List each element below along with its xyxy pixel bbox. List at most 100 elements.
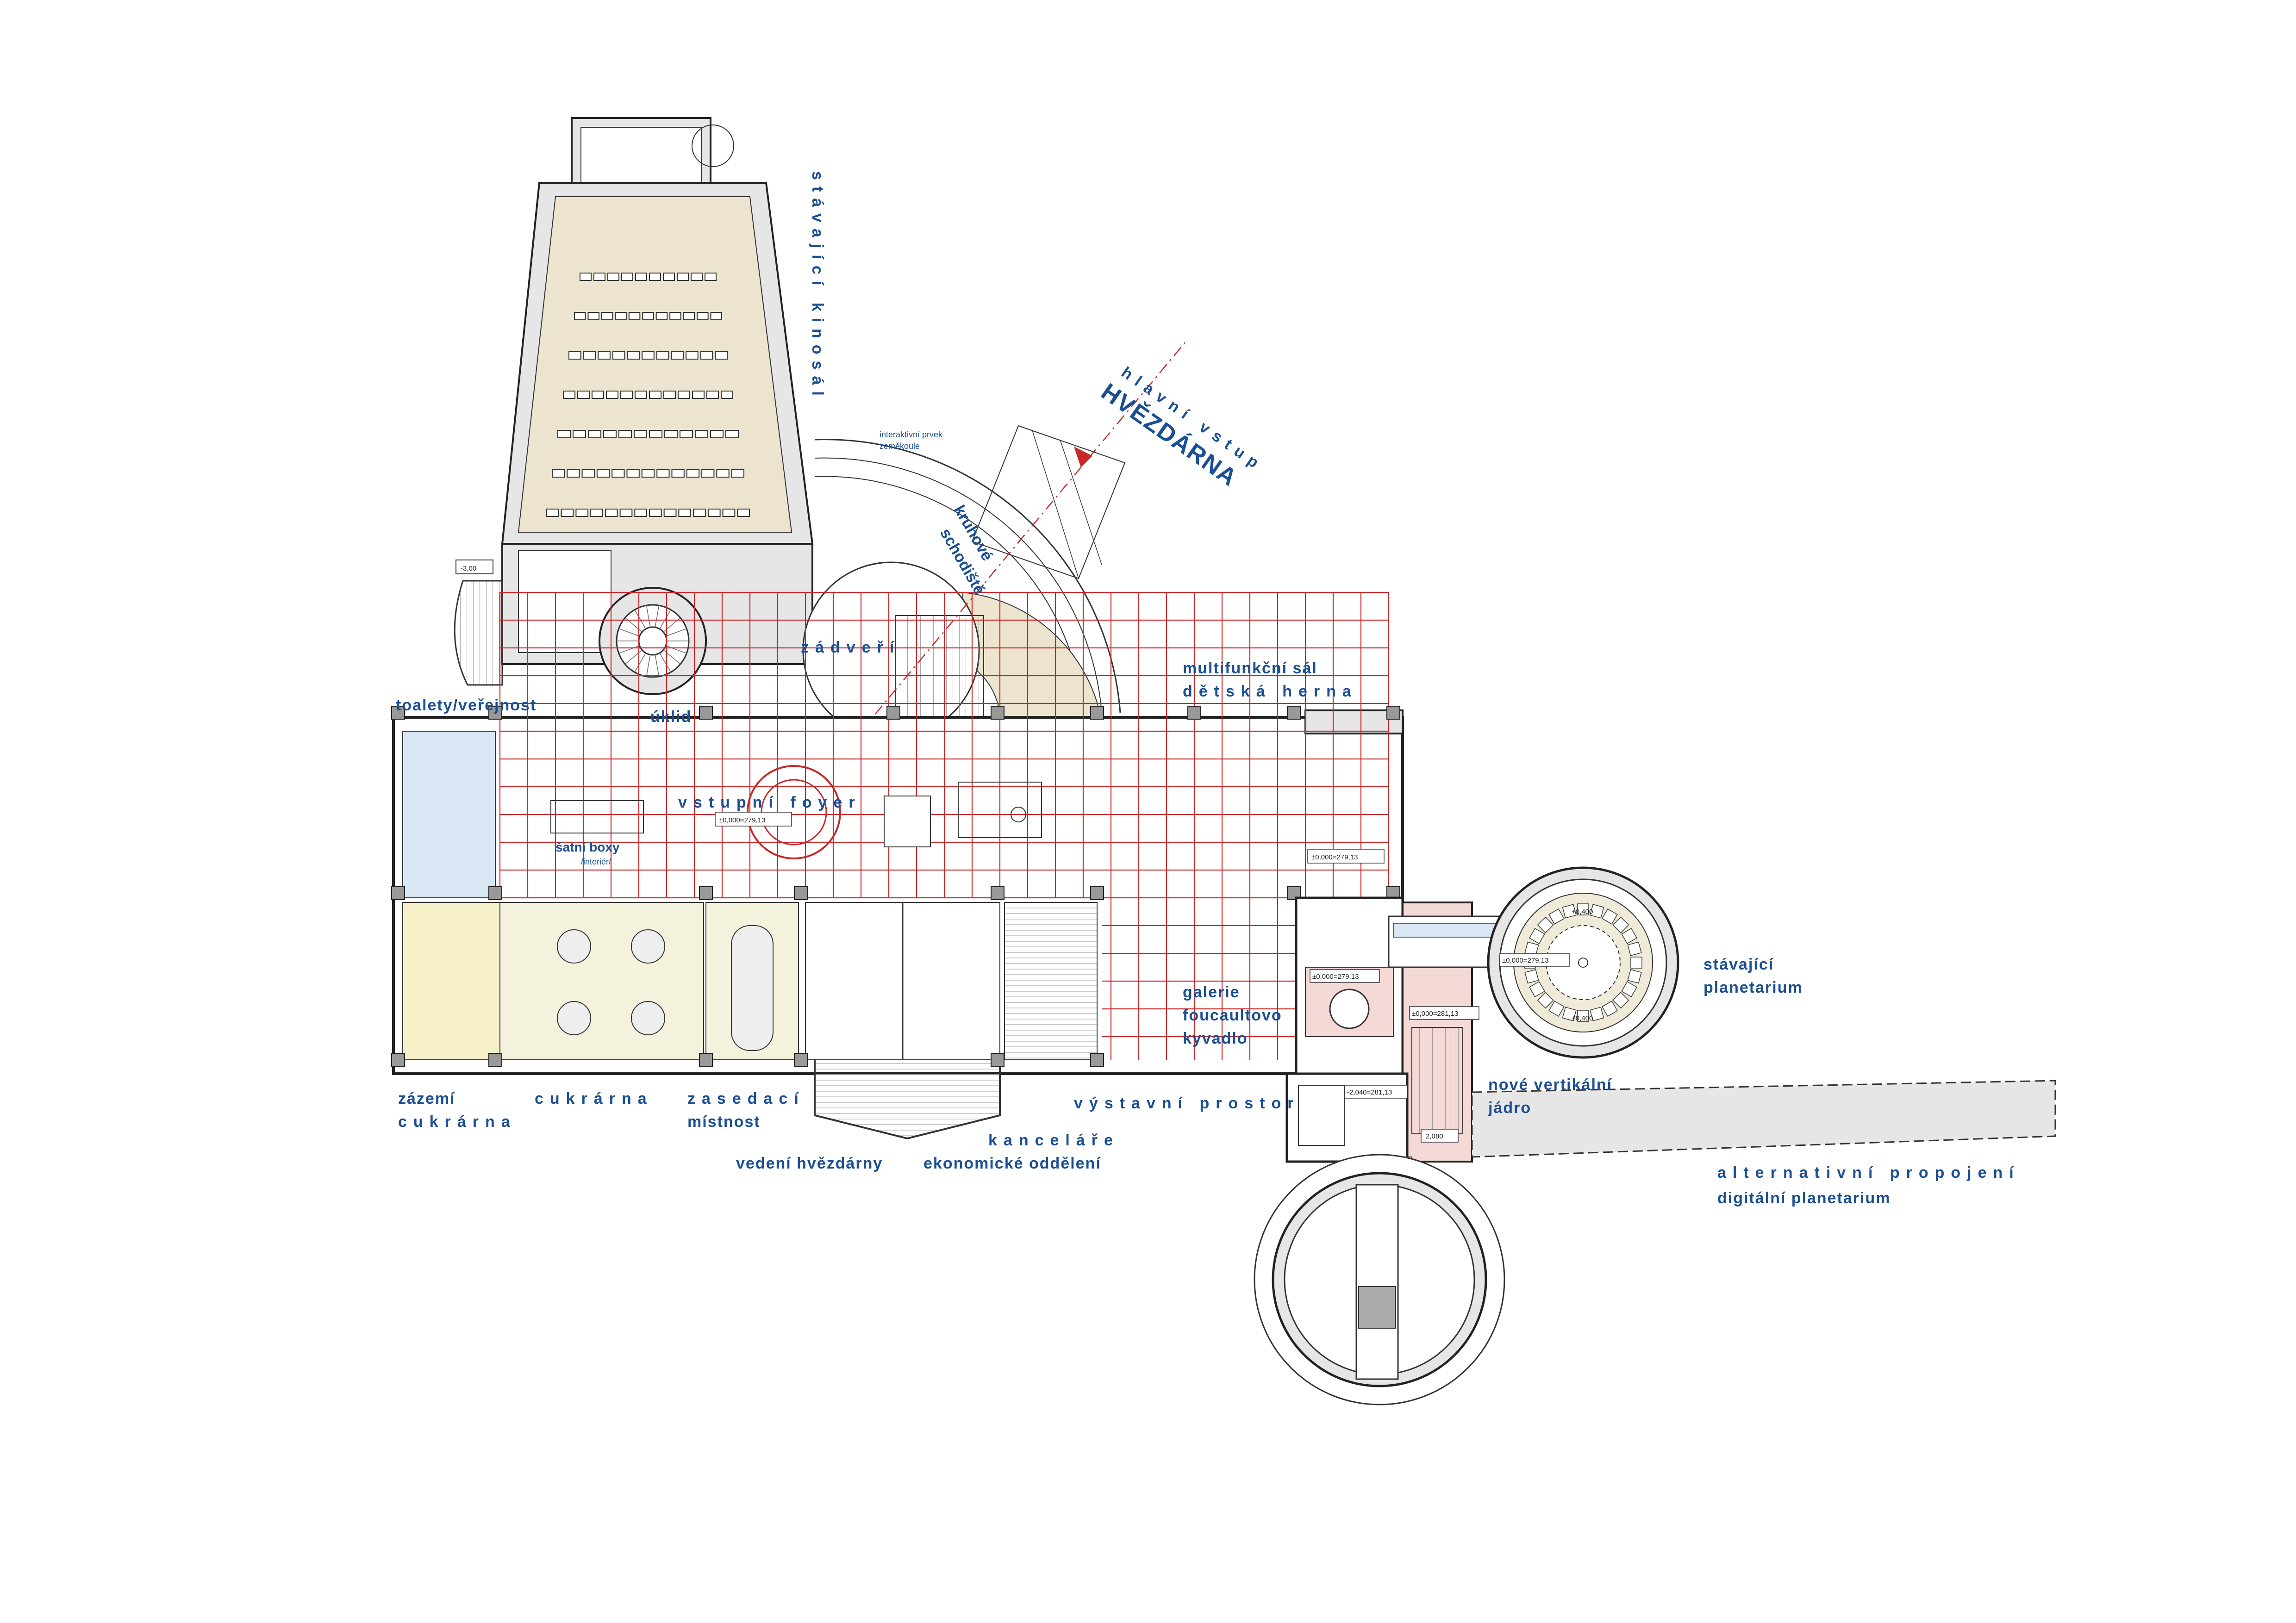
cinema-seat [580, 273, 592, 281]
cinema-seat [686, 469, 700, 478]
cinema-seat [603, 430, 617, 438]
label-digitalni: digitální planetarium [1717, 1189, 1890, 1207]
cinema-seat [634, 509, 648, 517]
cinema-seat [710, 430, 724, 438]
cinema-seat [598, 351, 611, 360]
level-tag-galerie: ±0,000=279,13 [1310, 969, 1380, 983]
floor-grid [499, 591, 1390, 1060]
cinema-seat [663, 509, 677, 517]
planetarium-seat [1577, 903, 1589, 915]
label-toalety: toalety/veřejnost [396, 696, 537, 714]
label-kinosal: stávající kinosál [809, 171, 826, 402]
cinema-seat [634, 430, 647, 438]
cinema-seat [715, 351, 728, 360]
planetarium-seat [1627, 969, 1642, 984]
planetarium-seat [1612, 916, 1629, 933]
column [488, 886, 502, 900]
planetarium-seat [1621, 928, 1638, 944]
column [1090, 706, 1104, 720]
planetarium-seat [1590, 904, 1604, 919]
column [488, 1053, 502, 1067]
level-tag-foyer: ±0,000=279,13 [715, 812, 792, 827]
svg-text:2,080: 2,080 [1426, 1132, 1443, 1140]
cinema-seat [649, 430, 662, 438]
cinema-seat [655, 312, 668, 320]
cinema-seat [546, 509, 559, 517]
planetarium-seat [1621, 981, 1638, 997]
cinema-seat [593, 273, 605, 281]
cinema-seat [678, 509, 692, 517]
planetarium-seat [1537, 916, 1554, 933]
label-mistnost: místnost [687, 1113, 761, 1131]
column [699, 706, 713, 720]
svg-text:-2,040=281,13: -2,040=281,13 [1347, 1088, 1392, 1096]
cinema-seat [581, 469, 595, 478]
svg-text:±0,000=281,13: ±0,000=281,13 [1412, 1010, 1458, 1018]
entrance-stair-arc [802, 342, 1185, 739]
stair-ray [646, 605, 651, 628]
column [1386, 706, 1400, 720]
main-building [391, 591, 1404, 1140]
label-interaktivni: interaktivní prvek [880, 430, 943, 439]
kinosal-block: -3,00 [454, 117, 814, 695]
level-tag-herna: ±0,000=279,13 [1307, 849, 1385, 864]
column [1287, 706, 1301, 720]
planetarium-seat [1562, 904, 1577, 919]
cinema-seat [731, 469, 744, 478]
cinema-seat [722, 509, 736, 517]
cinema-seat [587, 312, 599, 320]
column [699, 1053, 713, 1067]
label-kancelare: kanceláře [988, 1132, 1119, 1149]
label-planetarium: planetarium [1703, 979, 1803, 996]
planetarium-seat [1548, 908, 1565, 925]
columns [391, 706, 1400, 1067]
column [1090, 1053, 1104, 1067]
stair-ray [665, 645, 687, 654]
planetarium-seat [1602, 1001, 1618, 1017]
cinema-seat [641, 469, 655, 478]
cafe-tables [557, 929, 665, 1035]
level-tag-jadro: ±0,000=281,13 [1409, 1006, 1479, 1020]
label-vystavni: výstavní prostor [1074, 1094, 1300, 1112]
cinema-seat [592, 391, 604, 399]
office-rooms [805, 902, 1098, 1140]
cinema-seat [693, 509, 706, 517]
cinema-seat [577, 391, 590, 399]
cinema-seat [695, 430, 708, 438]
planetarium-seat [1602, 908, 1618, 925]
cinema-seat [605, 509, 618, 517]
column [488, 706, 502, 720]
column [991, 1053, 1004, 1067]
label-vstupni-foyer: vstupní foyer [678, 794, 861, 811]
column [794, 886, 808, 900]
planetarium-seat [1612, 992, 1629, 1009]
planetarium-seat [1627, 941, 1642, 956]
label-zazemi-cukrarna: cukrárna [398, 1113, 517, 1131]
planetarium-seat [1524, 969, 1539, 984]
planetarium-seat [1577, 1010, 1589, 1022]
cinema-seat [626, 469, 640, 478]
digital-planetarium [1254, 1154, 1505, 1405]
cinema-seat [568, 351, 581, 360]
cinema-seat [701, 469, 715, 478]
cinema-seat-rows [546, 273, 750, 517]
cinema-seat [737, 509, 750, 517]
column [391, 886, 405, 900]
label-zemekoule: zeměkoule [880, 442, 920, 451]
stair-ray [634, 609, 646, 629]
label-nove-vertikalni: nové vertikální [1488, 1076, 1612, 1094]
level-tag-planetarium: ±0,000=279,13 [1499, 953, 1570, 967]
cinema-seat [620, 391, 633, 399]
cinema-seat [725, 430, 739, 438]
cinema-seat [583, 351, 596, 360]
cinema-seat [574, 312, 586, 320]
column [699, 886, 713, 900]
column [991, 886, 1004, 900]
cinema-seat [707, 509, 721, 517]
cinema-seat [671, 351, 684, 360]
cinema-seat [601, 312, 613, 320]
cinema-seat [700, 351, 713, 360]
cinema-seat [678, 391, 690, 399]
cinema-seat [611, 469, 625, 478]
